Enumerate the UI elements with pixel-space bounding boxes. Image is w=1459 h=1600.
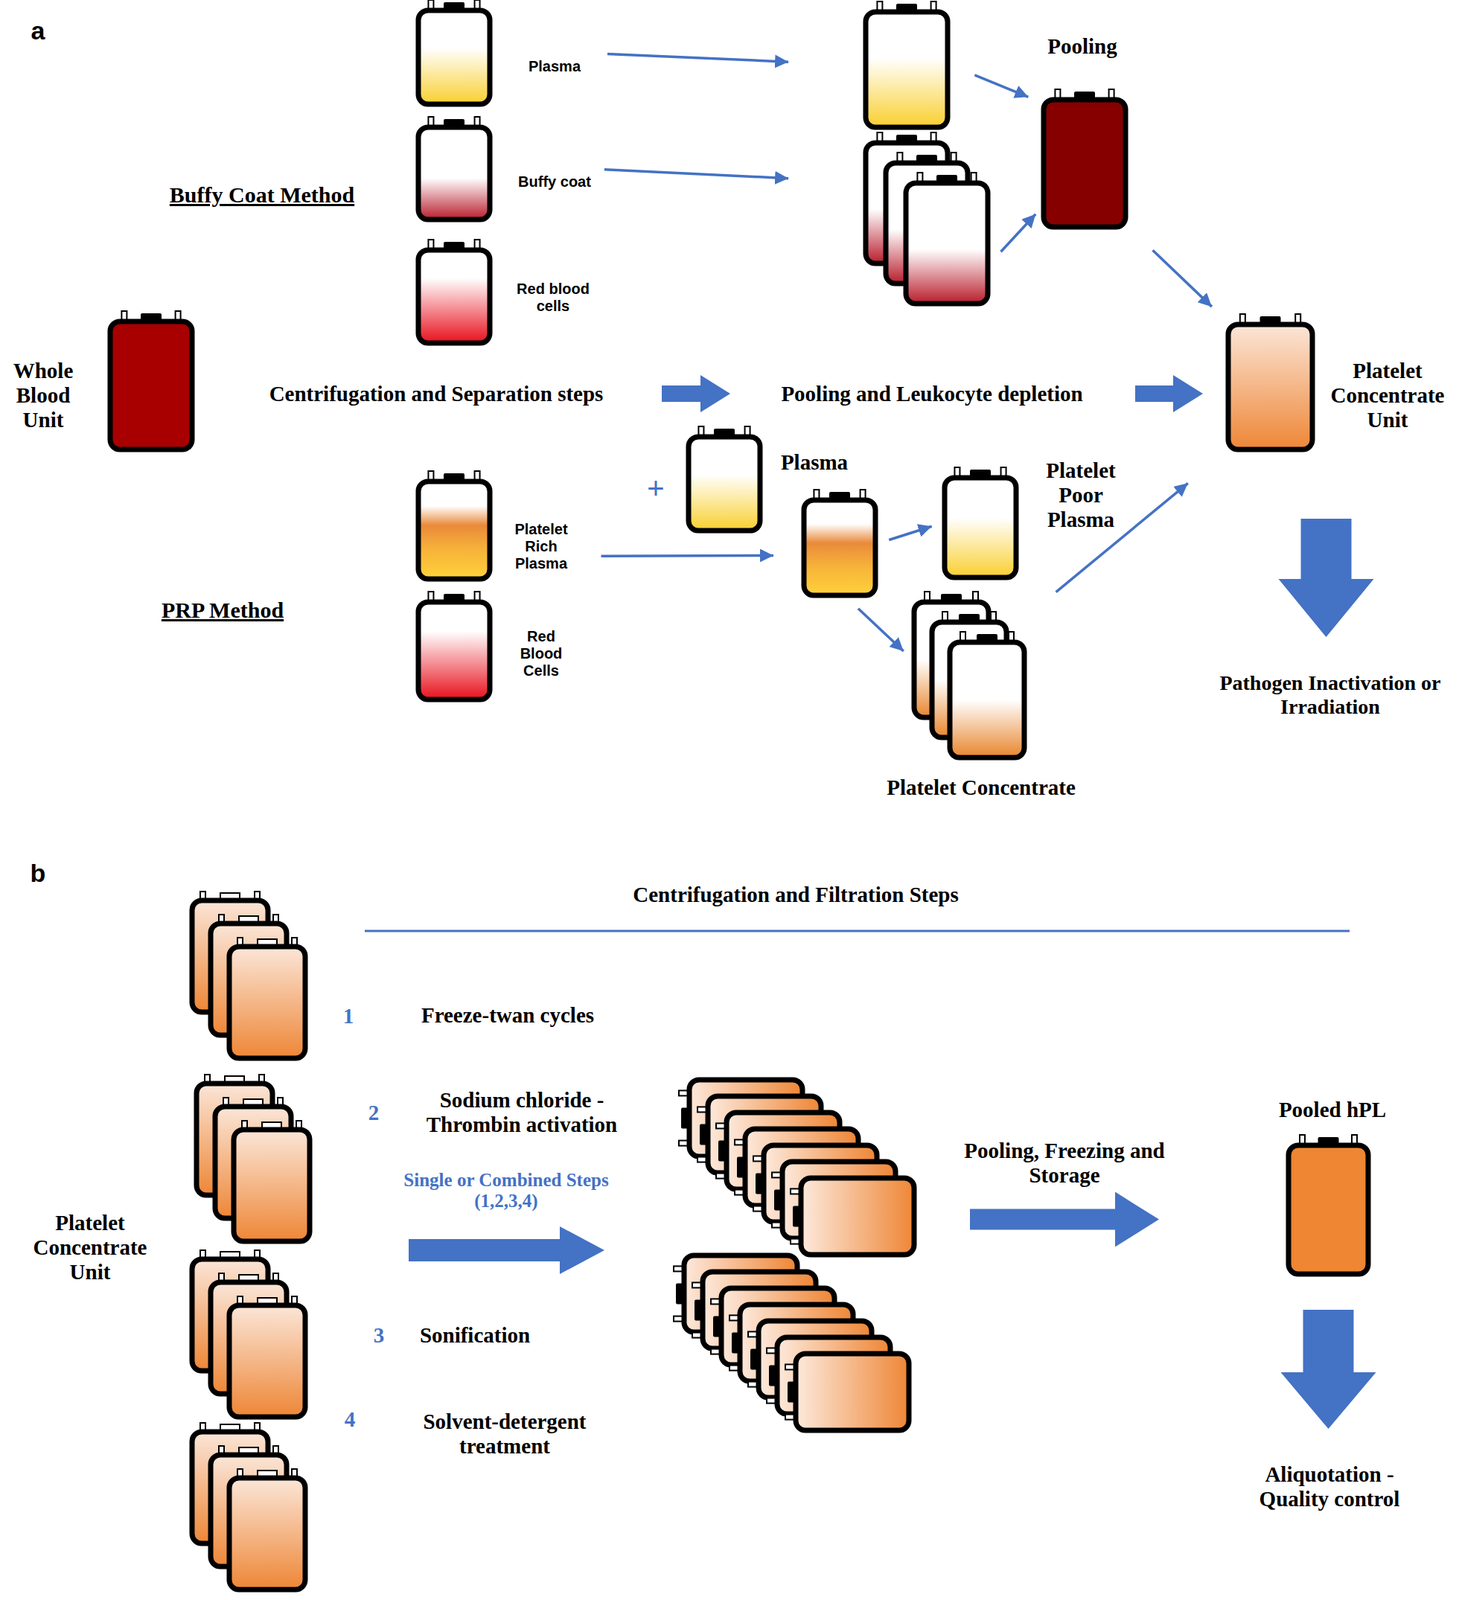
pooled-hpl-bag: Pooled hPL [1278, 1097, 1387, 1279]
blood-bag-shape [685, 425, 763, 534]
process-arrow [1135, 375, 1203, 413]
unit-label: Platelet Concentrate Unit [19, 1211, 161, 1285]
platelet-poor-plasma-bag: Platelet Poor Plasma [941, 458, 1133, 582]
flow-arrow [604, 169, 789, 179]
edge-label: Pooling, Freezing and Storage [963, 1138, 1165, 1189]
red-cell-bag: Red blood cells [415, 238, 597, 347]
blood-bag-shape [941, 465, 1020, 581]
panel-letter: b [30, 859, 47, 889]
blood-bag-shape [1285, 1133, 1372, 1278]
blood-bag-shape [1225, 312, 1316, 453]
section-rule [364, 930, 1350, 933]
node-label: Buffy coat [518, 173, 592, 191]
flow-arrow [1001, 214, 1037, 253]
node-label: Platelet Concentrate [886, 775, 1076, 801]
blood-bag-shape [862, 0, 951, 131]
step-note: Single or Combined Steps (1,2,3,4) [383, 1170, 630, 1212]
blood-bag-shape [107, 309, 196, 453]
node-label: Platelet Rich Plasma [506, 521, 577, 573]
flow-arrow [888, 526, 932, 540]
blood-bag-shape [415, 115, 493, 223]
blood-bag-shape [862, 131, 991, 307]
node-label: Red Blood Cells [511, 628, 571, 680]
red-cell-bag: Red Blood Cells [415, 590, 571, 703]
method-title: Buffy Coat Method [169, 182, 355, 208]
blood-bag-shape [672, 1077, 918, 1434]
platelet-bag-stack [196, 1074, 310, 1242]
plasma-bag [862, 0, 951, 131]
blood-bag-shape [415, 590, 493, 703]
blood-bag-shape [1040, 87, 1129, 231]
platelet-bag-stack [192, 1423, 306, 1591]
process-label: Centrifugation and Filtration Steps [632, 882, 959, 908]
node-label: Whole Blood Unit [2, 358, 85, 433]
node-label: Platelet Concentrate Unit [1320, 358, 1455, 433]
process-step: Pathogen Inactivation or Irradiation [1205, 671, 1456, 720]
node-label: Pooling [1047, 34, 1117, 59]
node-label: Red blood cells [510, 280, 597, 315]
node-label: Plasma [780, 450, 848, 475]
buffy-coat-stack [862, 131, 991, 307]
node-label: Plasma [528, 58, 581, 76]
process-label: Centrifugation and Separation steps [269, 381, 604, 407]
step-number: 4 [344, 1407, 356, 1433]
blood-bag-shape [415, 238, 493, 347]
platelet-concentrate-bag: Platelet Concentrate Unit [1225, 312, 1455, 453]
step-label: Sodium chloride - Thrombin activation [402, 1088, 641, 1138]
blood-bag-shape [415, 469, 493, 583]
plus-sign: + [646, 471, 664, 506]
lysate-bag-stack [672, 1077, 918, 1434]
node-label: Aliquotation - Quality control [1240, 1462, 1419, 1512]
flow-arrow [974, 75, 1028, 97]
block-arrow [1278, 518, 1375, 638]
flow-arrow [601, 554, 775, 558]
process-arrow [661, 375, 731, 413]
blood-bag-shape [911, 590, 1028, 761]
platelet-bag-stack [192, 1250, 306, 1418]
prp-bag: Platelet Rich Plasma [415, 469, 577, 583]
step-number: 2 [368, 1100, 380, 1126]
plasma-bag: Plasma [415, 0, 581, 108]
node-label: Platelet Poor Plasma [1028, 458, 1133, 533]
node-label: Pooled hPL [1278, 1097, 1387, 1123]
platelet-bag-stack [192, 891, 306, 1059]
block-arrow [969, 1192, 1160, 1248]
whole-blood-bag: Whole Blood Unit [2, 309, 196, 453]
panel-letter: a [31, 16, 46, 46]
flow-arrow [607, 54, 789, 63]
prp-bag [800, 488, 879, 599]
pooled-bag: Pooling [1040, 34, 1129, 231]
step-label: Freeze-twan cycles [421, 1003, 595, 1028]
blood-bag-shape [415, 0, 493, 108]
process-arrow [408, 1226, 605, 1275]
step-number: 1 [343, 1004, 355, 1029]
step-number: 3 [373, 1323, 385, 1349]
flow-arrow [1153, 250, 1212, 307]
process-step: Aliquotation - Quality control [1240, 1462, 1419, 1512]
step-label: Sonification [419, 1323, 531, 1349]
blood-bag-shape [800, 488, 879, 599]
platelet-concentrate-stack: Platelet Concentrate [886, 590, 1076, 801]
buffy-coat-bag: Buffy coat [415, 115, 592, 223]
block-arrow [1281, 1310, 1377, 1430]
step-label: Solvent-detergent treatment [400, 1409, 609, 1459]
node-label: Pathogen Inactivation or Irradiation [1205, 671, 1456, 720]
method-title: PRP Method [161, 597, 284, 624]
process-label: Pooling and Leukocyte depletion [780, 381, 1083, 407]
flow-arrow [858, 608, 904, 652]
